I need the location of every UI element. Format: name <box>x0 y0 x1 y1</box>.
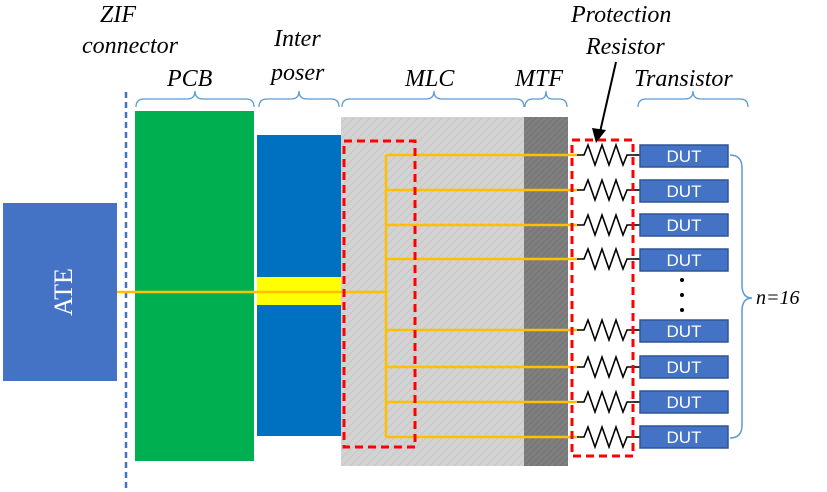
dut-label: DUT <box>667 428 702 447</box>
ate-label: ATE <box>49 268 78 316</box>
dut-label: DUT <box>667 322 702 341</box>
mlc-label: MLC <box>404 66 455 92</box>
resistor-5 <box>577 317 634 343</box>
resistor-4 <box>577 246 634 272</box>
transistor-brace <box>637 90 749 108</box>
zif-label-line1: ZIF <box>100 2 136 28</box>
resistor-7 <box>577 389 634 415</box>
mtf-label: MTF <box>514 66 563 92</box>
top-braces <box>135 90 749 108</box>
ate-block <box>3 203 117 381</box>
dut-box: DUT <box>639 425 729 449</box>
resistors <box>577 142 634 450</box>
protection-label-line1: Protection <box>570 2 671 28</box>
dut-count-label: n=16 <box>756 287 800 309</box>
resistor-1 <box>577 142 634 168</box>
interposer-brace <box>258 90 340 108</box>
dut-label: DUT <box>667 251 702 270</box>
dut-box: DUT <box>639 179 729 203</box>
protection-arrowhead <box>592 128 606 143</box>
dut-label: DUT <box>667 182 702 201</box>
resistor-dashed-box <box>570 138 635 458</box>
mlc-dashed-box <box>342 139 417 449</box>
dut-box: DUT <box>639 248 729 272</box>
dut-box: DUT <box>639 213 729 237</box>
pcb-label: PCB <box>166 66 213 92</box>
right-brace <box>729 154 753 439</box>
fanout-traces <box>384 153 577 439</box>
resistor-6 <box>577 354 634 380</box>
mlc-brace <box>341 90 525 108</box>
dut-box: DUT <box>639 144 729 168</box>
dut-label: DUT <box>667 393 702 412</box>
resistor-2 <box>577 177 634 203</box>
dut-box: DUT <box>639 319 729 343</box>
ellipsis-dots <box>680 278 684 312</box>
protection-arrow <box>599 61 617 133</box>
dut-label: DUT <box>667 147 702 166</box>
interposer-label-line1: Inter <box>273 26 321 52</box>
mtf-brace <box>524 90 568 108</box>
resistor-dut-links <box>634 154 640 438</box>
dut-box: DUT <box>639 355 729 379</box>
mtf-block <box>524 117 568 466</box>
dut-label: DUT <box>667 358 702 377</box>
resistor-8 <box>577 424 634 450</box>
transistor-label: Transistor <box>634 66 733 92</box>
dut-column: DUT DUT DUT DUT DUT DUT DUT DUT <box>639 144 729 449</box>
protection-label-line2: Resistor <box>585 34 665 60</box>
dut-box: DUT <box>639 390 729 414</box>
interposer-label-line2: poser <box>269 60 325 86</box>
resistor-3 <box>577 212 634 238</box>
dut-label: DUT <box>667 216 702 235</box>
zif-label-line2: connector <box>82 33 179 59</box>
pcb-block <box>135 111 254 461</box>
pcb-brace <box>135 90 255 108</box>
